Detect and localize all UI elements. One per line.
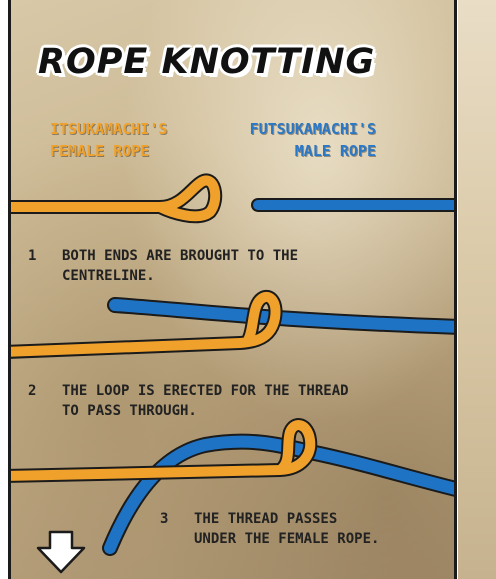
step-text-line1: BOTH ENDS ARE BROUGHT TO THE: [62, 246, 298, 266]
female-rope-label: ITSUKAMACHI'S FEMALE ROPE: [50, 118, 167, 162]
male-rope-label: FUTSUKAMACHI'S MALE ROPE: [250, 118, 376, 162]
step-text-line2: CENTRELINE.: [62, 266, 298, 286]
female-rope-step1: [10, 180, 215, 216]
page-title: ROPE KNOTTING: [38, 42, 375, 82]
panel-right-border: [454, 0, 457, 579]
adjacent-page-strip: [458, 0, 496, 579]
male-rope-step2: [115, 305, 454, 327]
step-text-line2: UNDER THE FEMALE ROPE.: [194, 529, 379, 549]
rope-knotting-panel: ROPE KNOTTING ITSUKAMACHI'S FEMALE ROPE …: [10, 0, 454, 579]
step-text-line1: THE LOOP IS ERECTED FOR THE THREAD: [62, 381, 349, 401]
step-number: 2: [28, 381, 36, 401]
step-text-line1: THE THREAD PASSES: [194, 509, 379, 529]
female-rope-label-line1: ITSUKAMACHI'S: [50, 118, 167, 140]
male-rope-label-line2: MALE ROPE: [250, 140, 376, 162]
panel-left-border: [8, 0, 11, 579]
female-rope-label-line2: FEMALE ROPE: [50, 140, 167, 162]
step-text-line2: TO PASS THROUGH.: [62, 401, 349, 421]
down-arrow-icon[interactable]: [36, 530, 86, 574]
step-number: 3: [160, 509, 168, 529]
step-number: 1: [28, 246, 36, 266]
rope-diagram: [10, 0, 454, 579]
male-rope-label-line1: FUTSUKAMACHI'S: [250, 118, 376, 140]
